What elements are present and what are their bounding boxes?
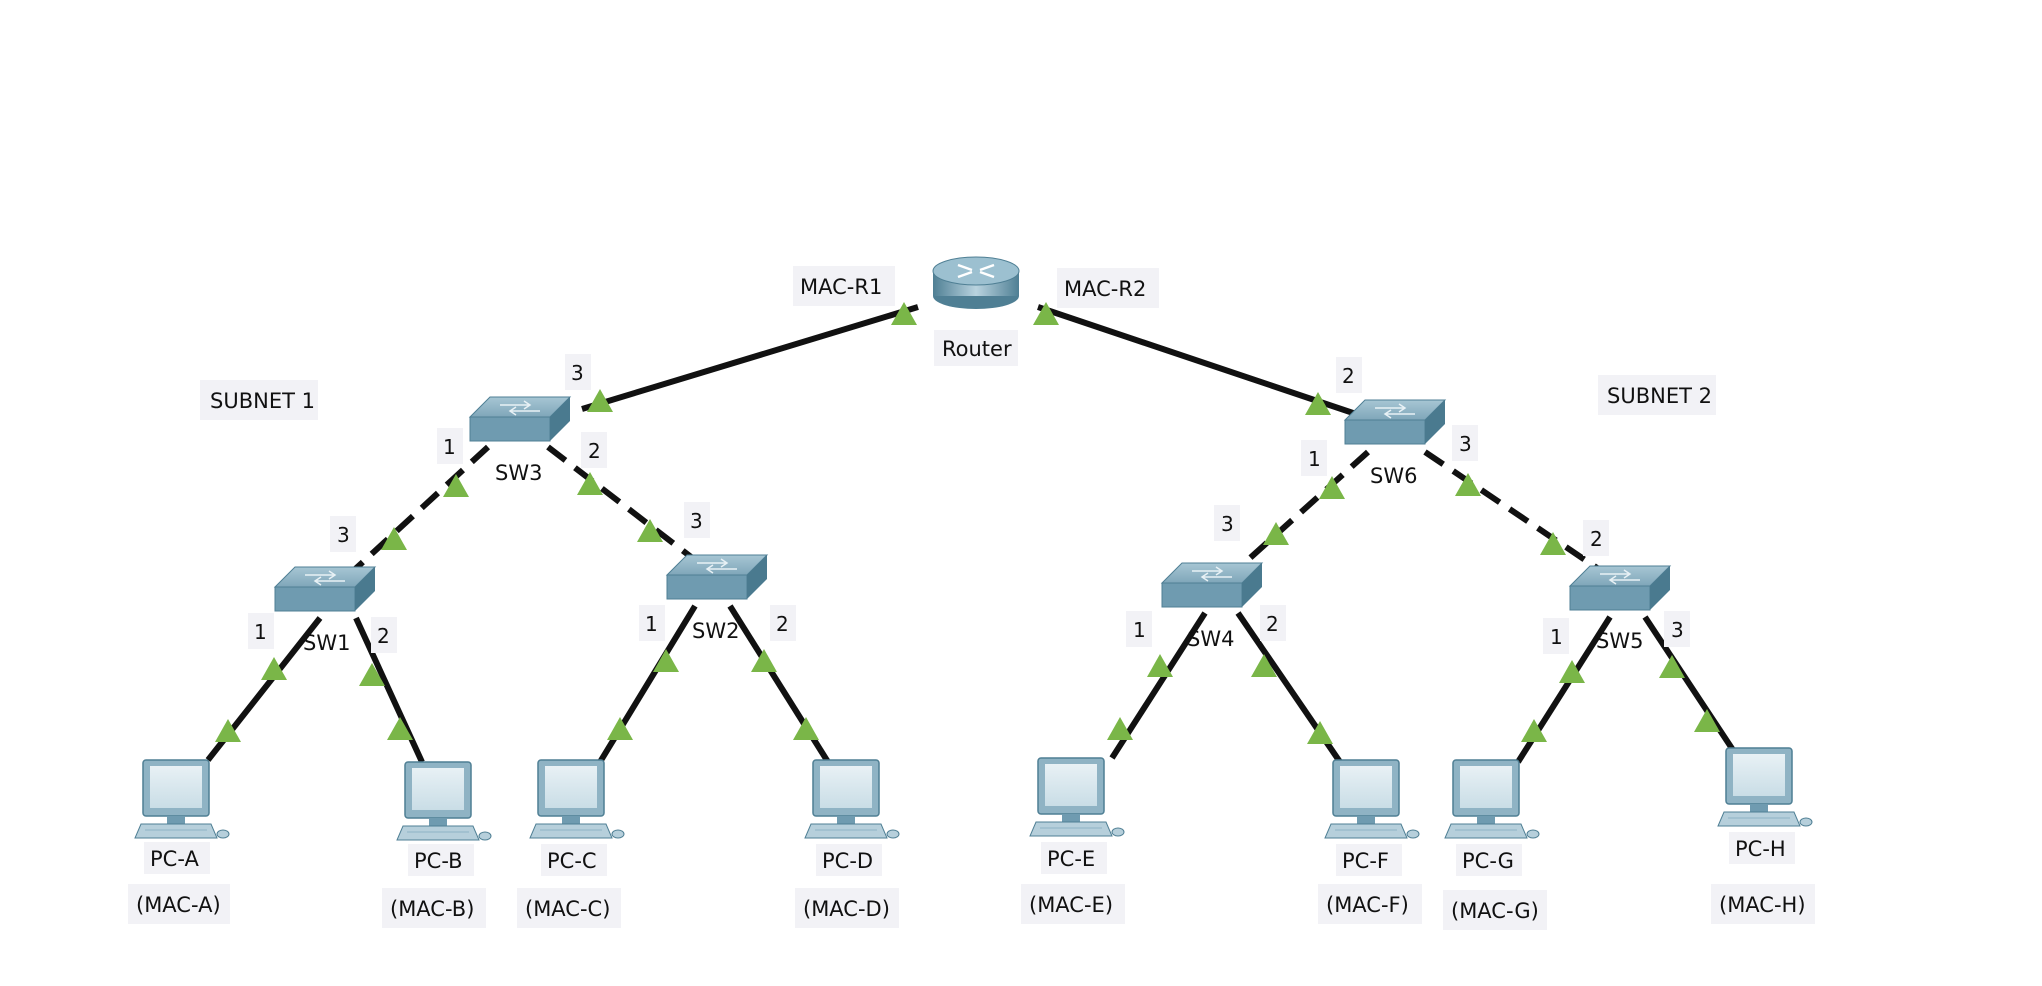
router-label: Router bbox=[942, 337, 1012, 361]
port-number: 1 bbox=[443, 435, 456, 459]
link-sw3-sw1 bbox=[349, 444, 491, 575]
port-number: 2 bbox=[588, 439, 601, 463]
pc-f-icon[interactable] bbox=[1324, 759, 1420, 839]
port-number: 1 bbox=[645, 612, 658, 636]
router-mac-r2-label: MAC-R2 bbox=[1064, 277, 1146, 301]
port-numbers: 3 1 2 3 3 1 2 1 2 2 1 3 3 2 1 2 1 3 bbox=[248, 354, 1690, 654]
router-icon[interactable] bbox=[932, 256, 1020, 309]
pc-e-icon[interactable] bbox=[1029, 757, 1125, 837]
pc-b-label: PC-B bbox=[414, 849, 463, 873]
port-number: 3 bbox=[337, 523, 350, 547]
port-number: 3 bbox=[690, 509, 703, 533]
switch-sw6-icon[interactable] bbox=[1344, 399, 1446, 445]
router-mac-r1-label: MAC-R1 bbox=[800, 275, 882, 299]
pc-d-mac: (MAC-D) bbox=[803, 897, 890, 921]
switch-sw1-label: SW1 bbox=[303, 631, 350, 655]
port-number: 3 bbox=[571, 361, 584, 385]
port-number: 2 bbox=[1342, 364, 1355, 388]
pc-h-mac: (MAC-H) bbox=[1719, 893, 1806, 917]
link-router-sw3 bbox=[581, 304, 919, 412]
port-number: 1 bbox=[254, 620, 267, 644]
switch-sw5-icon[interactable] bbox=[1569, 565, 1671, 611]
switch-sw2-label: SW2 bbox=[692, 619, 739, 643]
pc-d-label: PC-D bbox=[822, 849, 873, 873]
pc-f-label: PC-F bbox=[1342, 849, 1389, 873]
pc-h-icon[interactable] bbox=[1717, 747, 1813, 827]
port-number: 3 bbox=[1671, 618, 1684, 642]
switch-sw4-icon[interactable] bbox=[1161, 562, 1263, 608]
switch-sw3-label: SW3 bbox=[495, 461, 542, 485]
pc-e-label: PC-E bbox=[1047, 847, 1095, 871]
labels: SUBNET 1 SUBNET 2 MAC-R1 MAC-R2 Router S… bbox=[200, 266, 1716, 655]
port-indicators bbox=[215, 302, 1720, 744]
switch-sw1-icon[interactable] bbox=[274, 566, 376, 612]
port-number: 2 bbox=[776, 612, 789, 636]
pc-a-label: PC-A bbox=[150, 847, 199, 871]
switch-sw3-icon[interactable] bbox=[469, 396, 571, 442]
port-number: 3 bbox=[1459, 432, 1472, 456]
port-number: 2 bbox=[1266, 612, 1279, 636]
pc-a-mac: (MAC-A) bbox=[136, 893, 221, 917]
port-number: 2 bbox=[1590, 527, 1603, 551]
pc-c-label: PC-C bbox=[547, 849, 597, 873]
pc-b-mac: (MAC-B) bbox=[390, 897, 474, 921]
switch-sw4-label: SW4 bbox=[1187, 627, 1234, 651]
pc-g-mac: (MAC-G) bbox=[1451, 899, 1539, 923]
port-number: 1 bbox=[1308, 447, 1321, 471]
port-number: 1 bbox=[1133, 618, 1146, 642]
link-sw5-pch bbox=[1642, 615, 1736, 752]
link-sw6-sw4 bbox=[1237, 449, 1371, 570]
port-indicator bbox=[751, 649, 777, 672]
pc-h-label: PC-H bbox=[1735, 837, 1786, 861]
links bbox=[205, 304, 1736, 764]
port-indicator bbox=[607, 717, 633, 740]
port-indicator bbox=[793, 717, 819, 740]
port-indicator bbox=[653, 649, 679, 672]
pc-c-icon[interactable] bbox=[529, 759, 625, 839]
link-router-sw6 bbox=[1037, 304, 1366, 420]
pc-b-icon[interactable] bbox=[396, 761, 492, 841]
port-number: 1 bbox=[1550, 625, 1563, 649]
pc-f-mac: (MAC-F) bbox=[1326, 893, 1409, 917]
pc-c-mac: (MAC-C) bbox=[525, 897, 610, 921]
switch-sw6-label: SW6 bbox=[1370, 464, 1417, 488]
port-number: 2 bbox=[377, 624, 390, 648]
pc-a-icon[interactable] bbox=[134, 759, 230, 839]
port-number: 3 bbox=[1221, 512, 1234, 536]
pc-d-icon[interactable] bbox=[804, 759, 900, 839]
link-sw3-sw2 bbox=[546, 444, 697, 563]
pc-labels: PC-A (MAC-A) PC-B (MAC-B) PC-C (MAC-C) P… bbox=[128, 832, 1815, 930]
pc-e-mac: (MAC-E) bbox=[1029, 893, 1113, 917]
link-sw6-sw5 bbox=[1423, 449, 1602, 573]
pc-g-icon[interactable] bbox=[1444, 759, 1540, 839]
pc-g-label: PC-G bbox=[1462, 849, 1514, 873]
subnet-2-label: SUBNET 2 bbox=[1607, 384, 1712, 408]
subnet-1-label: SUBNET 1 bbox=[210, 389, 315, 413]
switch-sw5-label: SW5 bbox=[1596, 629, 1643, 653]
switch-sw2-icon[interactable] bbox=[666, 554, 768, 600]
port-indicator bbox=[443, 474, 469, 497]
